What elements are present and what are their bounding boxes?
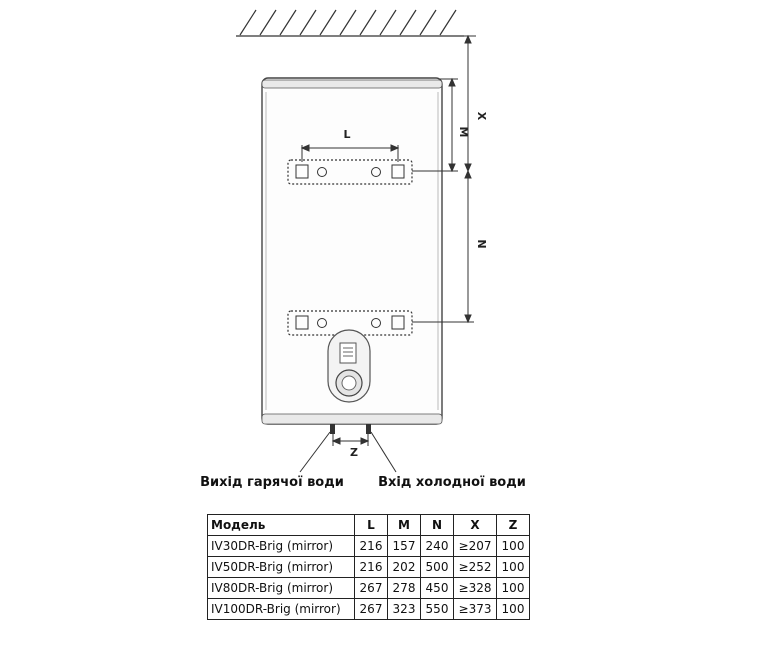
x-cell: ≥373 [453, 598, 497, 620]
table-row: IV30DR-Brig (mirror) 216 157 240 ≥207 10… [207, 535, 530, 557]
table-row: IV50DR-Brig (mirror) 216 202 500 ≥252 10… [207, 556, 530, 578]
dimension-z-label: Z [350, 446, 358, 459]
water-pipes [330, 424, 371, 434]
dimension-l-label: L [343, 128, 350, 141]
column-header-m: M [387, 514, 421, 536]
ceiling-hatching [236, 9, 464, 37]
column-header-model: Модель [207, 514, 355, 536]
dimension-m [412, 77, 458, 173]
m-cell: 157 [387, 535, 421, 557]
model-cell: IV80DR-Brig (mirror) [207, 577, 355, 599]
table-header-row: Модель L M N X Z [207, 514, 530, 536]
n-cell: 240 [420, 535, 454, 557]
l-cell: 267 [354, 598, 388, 620]
upper-mounting-bracket [287, 159, 413, 185]
z-cell: 100 [496, 535, 530, 557]
dimension-x [464, 34, 476, 173]
dimension-m-label: M [457, 127, 470, 138]
z-cell: 100 [496, 598, 530, 620]
connection-leaders [299, 431, 397, 473]
l-cell: 216 [354, 556, 388, 578]
dimension-z [331, 432, 370, 446]
model-cell: IV30DR-Brig (mirror) [207, 535, 355, 557]
x-cell: ≥328 [453, 577, 497, 599]
model-cell: IV100DR-Brig (mirror) [207, 598, 355, 620]
dimensions-table: Модель L M N X Z IV30DR-Brig (mirror) 21… [207, 514, 530, 620]
x-cell: ≥207 [453, 535, 497, 557]
l-cell: 216 [354, 535, 388, 557]
l-cell: 267 [354, 577, 388, 599]
hot-water-outlet-label: Вихід гарячої води [200, 475, 344, 490]
column-header-l: L [354, 514, 388, 536]
z-cell: 100 [496, 577, 530, 599]
water-heater-diagram: L M X N Z Вихід гарячої води Вхід холо [200, 9, 526, 490]
dimension-l [300, 144, 400, 162]
dimension-n [412, 169, 474, 324]
cold-water-inlet-label: Вхід холодної води [378, 475, 526, 490]
n-cell: 500 [420, 556, 454, 578]
model-cell: IV50DR-Brig (mirror) [207, 556, 355, 578]
x-cell: ≥252 [453, 556, 497, 578]
m-cell: 323 [387, 598, 421, 620]
table-row: IV100DR-Brig (mirror) 267 323 550 ≥373 1… [207, 598, 530, 620]
column-header-n: N [420, 514, 454, 536]
n-cell: 550 [420, 598, 454, 620]
n-cell: 450 [420, 577, 454, 599]
dimension-n-label: N [475, 239, 488, 248]
column-header-x: X [453, 514, 497, 536]
m-cell: 278 [387, 577, 421, 599]
m-cell: 202 [387, 556, 421, 578]
dimension-x-label: X [475, 112, 488, 121]
z-cell: 100 [496, 556, 530, 578]
table-row: IV80DR-Brig (mirror) 267 278 450 ≥328 10… [207, 577, 530, 599]
control-panel [327, 329, 371, 403]
column-header-z: Z [496, 514, 530, 536]
